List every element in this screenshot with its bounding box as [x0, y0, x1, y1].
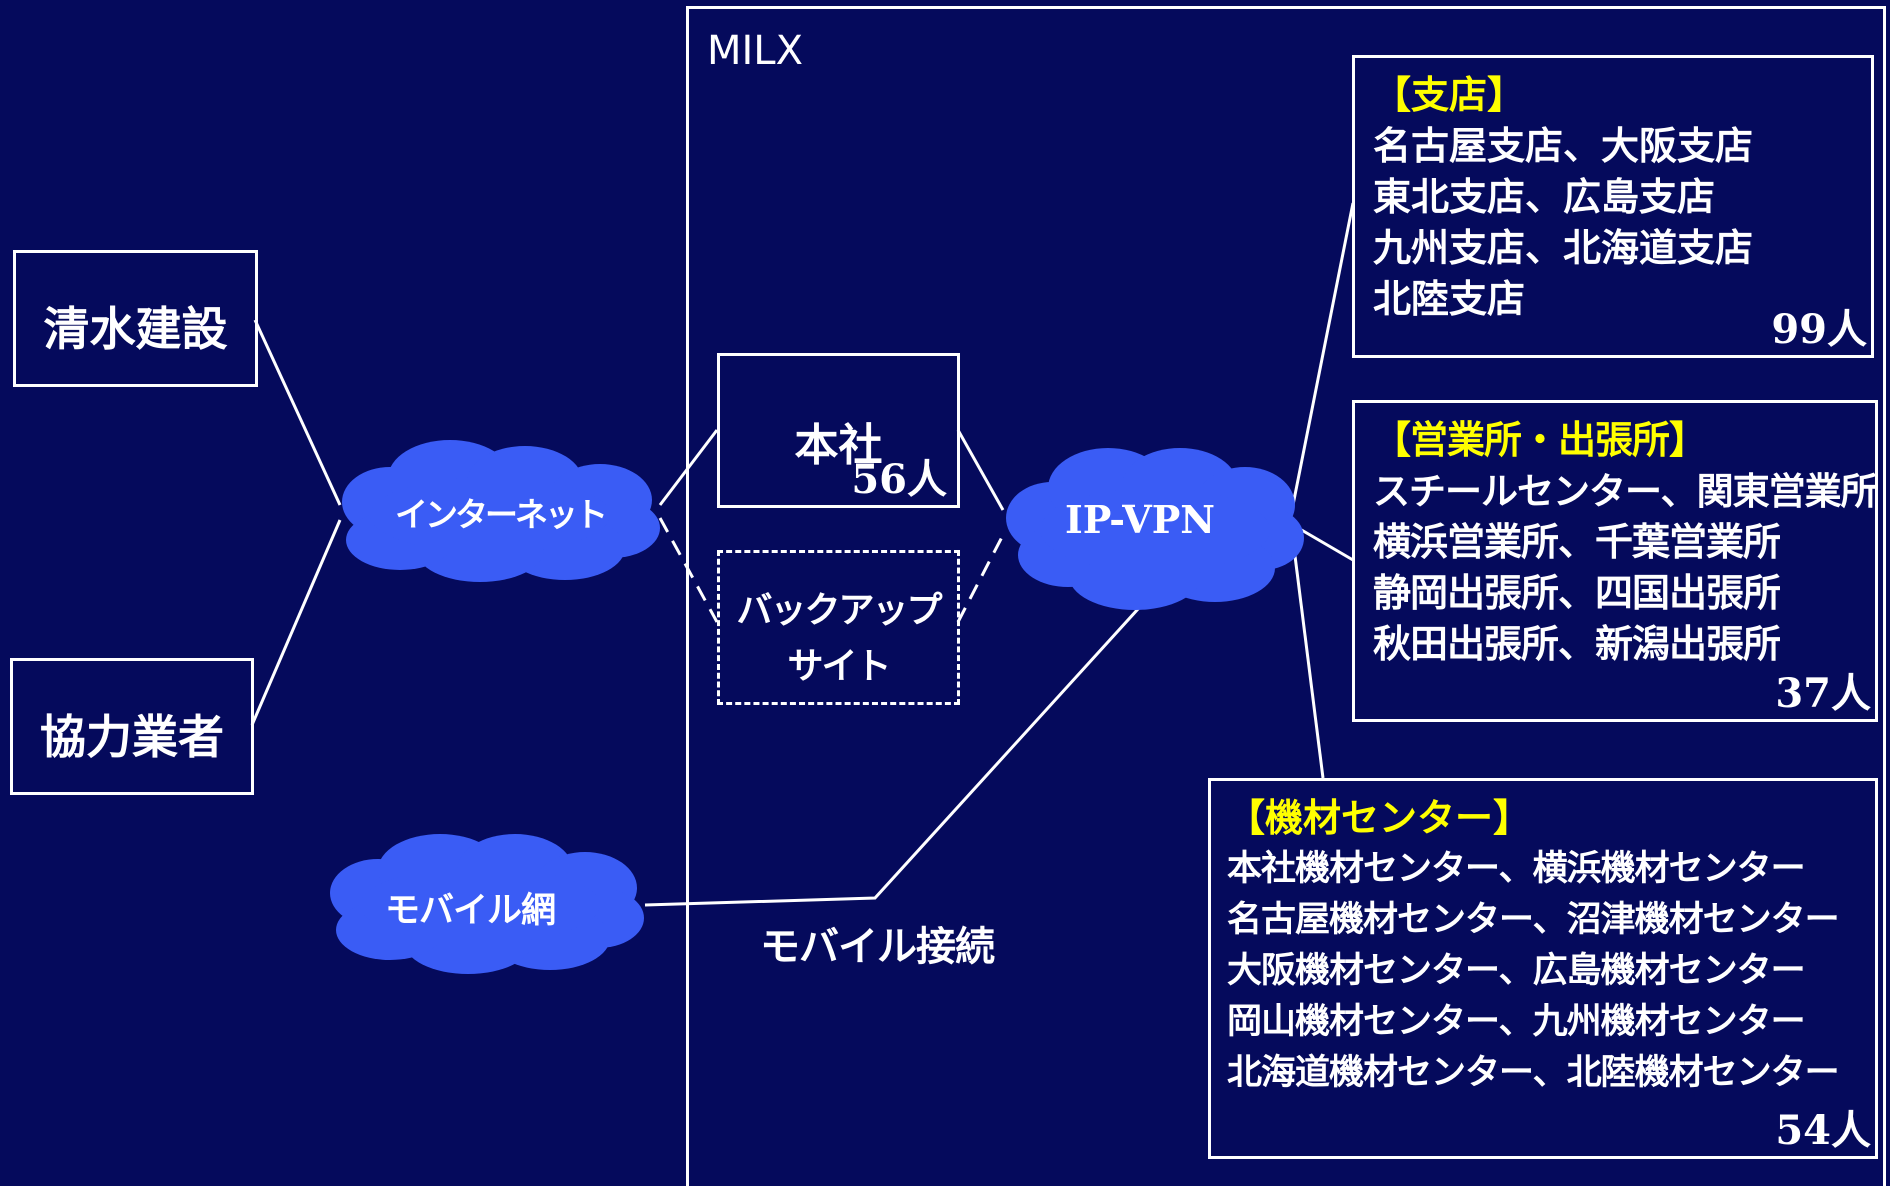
shimizu-label: 清水建設 — [43, 302, 228, 356]
partners-box[interactable]: 協力業者 — [10, 658, 254, 795]
mobile-network-label: モバイル網 — [384, 891, 556, 931]
backup-line1: バックアップ — [736, 590, 942, 631]
sales-offices-list: 【営業所・出張所】 スチールセンター、関東営業所 横浜営業所、千葉営業所 静岡出… — [1373, 415, 1878, 670]
branches-heading: 【支店】 — [1373, 73, 1526, 117]
list-item: 秋田出張所、新潟出張所 — [1373, 622, 1781, 666]
sales-offices-box[interactable]: 【営業所・出張所】 スチールセンター、関東営業所 横浜営業所、千葉営業所 静岡出… — [1352, 400, 1878, 722]
list-item: 静岡出張所、四国出張所 — [1373, 571, 1781, 615]
list-item: 本社機材センター、横浜機材センター — [1227, 849, 1806, 889]
list-item: 名古屋機材センター、沼津機材センター — [1227, 900, 1840, 940]
equipment-centers-count: 54人 — [1775, 1107, 1871, 1154]
list-item: 北陸支店 — [1373, 277, 1526, 321]
link-partners-internet — [250, 519, 342, 726]
list-item: 名古屋支店、大阪支店 — [1373, 124, 1754, 168]
milx-zone — [686, 6, 1886, 1186]
link-ipvpn-sales — [1292, 523, 1354, 562]
headquarters-box[interactable]: 本社 56人 — [717, 353, 960, 508]
backup-site-box[interactable]: バックアップ サイト — [717, 550, 960, 705]
link-ipvpn-branches — [1291, 202, 1355, 506]
equipment-centers-heading: 【機材センター】 — [1227, 796, 1532, 840]
headquarters-count: 56人 — [851, 456, 947, 503]
ipvpn-cloud — [1006, 448, 1304, 610]
list-item: 大阪機材センター、広島機材センター — [1227, 951, 1806, 991]
internet-label: インターネット — [395, 495, 608, 534]
list-item: 九州支店、北海道支店 — [1373, 226, 1754, 270]
ipvpn-label: IP-VPN — [1064, 497, 1216, 542]
mobile-cloud — [330, 834, 644, 974]
sales-offices-count: 37人 — [1775, 670, 1871, 717]
link-mobile-ipvpn — [644, 596, 1150, 907]
link-backup-ipvpn — [956, 534, 1005, 623]
internet-cloud — [342, 440, 660, 582]
equipment-centers-box[interactable]: 【機材センター】 本社機材センター、横浜機材センター 名古屋機材センター、沼津機… — [1208, 778, 1878, 1159]
headquarters-label: 本社 — [794, 420, 883, 471]
sales-offices-heading: 【営業所・出張所】 — [1373, 418, 1707, 462]
link-shimizu-internet — [253, 319, 342, 506]
list-item: 横浜営業所、千葉営業所 — [1373, 520, 1781, 564]
shimizu-box[interactable]: 清水建設 — [13, 250, 258, 387]
list-item: 岡山機材センター、九州機材センター — [1227, 1002, 1806, 1042]
link-ipvpn-equipment — [1291, 539, 1325, 779]
partners-label: 協力業者 — [40, 710, 224, 764]
mobile-connection-label: モバイル接続 — [760, 924, 995, 970]
list-item: 北海道機材センター、北陸機材センター — [1227, 1053, 1840, 1093]
branches-box[interactable]: 【支店】 名古屋支店、大阪支店 東北支店、広島支店 九州支店、北海道支店 北陸支… — [1352, 55, 1874, 358]
backup-line2: サイト — [787, 646, 891, 687]
link-hq-ipvpn — [956, 429, 1005, 511]
list-item: 東北支店、広島支店 — [1373, 175, 1716, 219]
list-item: スチールセンター、関東営業所 — [1373, 470, 1878, 513]
equipment-centers-list: 【機材センター】 本社機材センター、横浜機材センター 名古屋機材センター、沼津機… — [1227, 793, 1840, 1099]
branches-list: 【支店】 名古屋支店、大阪支店 東北支店、広島支店 九州支店、北海道支店 北陸支… — [1373, 70, 1753, 325]
milx-label: MILX — [707, 28, 803, 74]
branches-count: 99人 — [1771, 306, 1867, 353]
